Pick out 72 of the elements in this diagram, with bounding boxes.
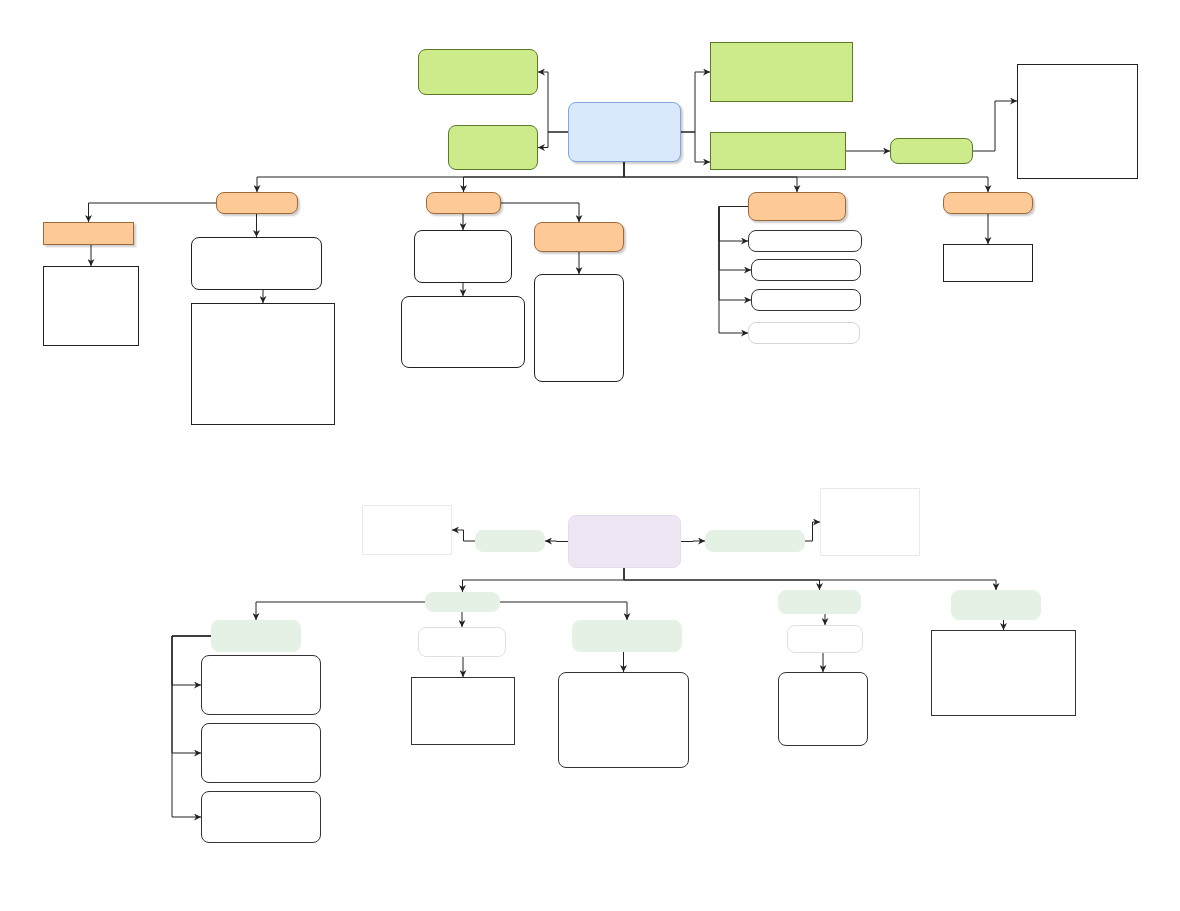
empty-box [534,274,624,382]
empty-box [425,592,500,612]
arrow [85,202,217,223]
empty-box [43,222,134,245]
empty-box [1017,64,1138,179]
empty-box [558,672,689,768]
empty-box [426,192,501,214]
empty-box [710,42,853,102]
arrow [972,97,1018,152]
arrow [459,282,467,297]
arrow [459,213,467,231]
arrow [171,635,212,821]
arrow [544,537,569,545]
arrow [252,601,426,621]
empty-box [710,132,846,170]
arrow [575,251,583,275]
empty-box [362,505,452,555]
arrow [537,131,569,151]
arrow [718,206,749,337]
empty-box [951,590,1041,620]
arrow [500,202,583,223]
empty-box [820,488,920,556]
arrow [821,613,829,626]
empty-box [787,625,863,653]
arrow [680,131,711,166]
arrow [1000,619,1007,631]
empty-box [568,515,681,568]
empty-box [943,244,1033,282]
empty-box [931,630,1076,716]
empty-box [401,296,525,368]
arrow [623,567,1000,591]
empty-box [475,530,545,552]
empty-box [943,192,1033,214]
empty-box [201,791,321,843]
empty-box [43,266,139,346]
arrow [259,289,267,304]
arrow [458,611,466,628]
arrow [623,161,992,193]
empty-box [572,620,682,652]
arrow [804,518,821,542]
empty-box [778,590,861,614]
empty-box [890,138,973,164]
empty-box [411,677,515,745]
empty-box [216,192,298,214]
empty-box [778,672,868,746]
empty-box [534,222,624,252]
empty-box [201,723,321,783]
arrow [499,601,631,621]
empty-box [448,125,538,170]
empty-box [748,322,860,344]
empty-box [201,655,321,715]
empty-box [748,230,862,252]
arrow [845,147,891,155]
empty-box [211,620,301,652]
empty-box [191,303,335,425]
arrow [459,656,467,678]
arrow [680,537,706,545]
arrow [819,652,827,673]
arrow [620,651,627,673]
arrow [984,213,992,245]
empty-box [418,627,506,657]
empty-box [748,192,846,221]
empty-box [568,102,681,162]
arrow [451,526,476,542]
empty-box [191,237,322,290]
empty-box [705,530,805,552]
empty-box [418,49,538,95]
empty-box [414,230,512,283]
arrow [253,213,260,238]
empty-box [751,259,861,281]
empty-box [751,289,861,311]
arrow [87,244,95,267]
